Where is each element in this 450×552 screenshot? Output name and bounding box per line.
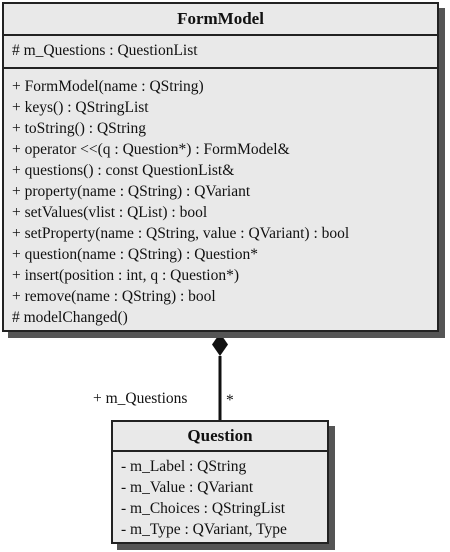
association-multiplicity: * (226, 392, 234, 409)
operation-row: + toString() : QString (12, 120, 147, 137)
question-attributes: - m_Label : QString - m_Value : QVariant… (113, 452, 327, 543)
association-role-label: + m_Questions (93, 390, 188, 407)
attribute-row: - m_Type : QVariant, Type (121, 521, 287, 538)
operation-row: + insert(position : int, q : Question*) (12, 267, 240, 284)
operation-row: + setValues(vlist : QList) : bool (12, 204, 208, 221)
formmodel-attributes: # m_Questions : QuestionList (4, 36, 437, 69)
formmodel-class-name: FormModel (4, 4, 437, 36)
composition-diamond (212, 333, 228, 356)
operation-row: + questions() : const QuestionList& (12, 162, 235, 179)
operation-row: + question(name : QString) : Question* (12, 246, 258, 263)
operation-row: + setProperty(name : QString, value : QV… (12, 225, 350, 242)
formmodel-operations: + FormModel(name : QString) + keys() : Q… (4, 69, 437, 331)
question-class-name: Question (113, 422, 327, 452)
operation-row: + keys() : QStringList (12, 99, 149, 116)
operation-row: # modelChanged() (12, 309, 128, 326)
formmodel-class-box[interactable]: FormModel # m_Questions : QuestionList +… (2, 2, 439, 332)
attribute-row: - m_Label : QString (121, 458, 247, 475)
operation-row: + FormModel(name : QString) (12, 78, 204, 95)
attribute-row: - m_Choices : QStringList (121, 500, 286, 517)
operation-row: + property(name : QString) : QVariant (12, 183, 251, 200)
question-class-box[interactable]: Question - m_Label : QString - m_Value :… (111, 420, 329, 544)
attribute-row: - m_Value : QVariant (121, 479, 254, 496)
operation-row: + remove(name : QString) : bool (12, 288, 216, 305)
attribute-row: # m_Questions : QuestionList (12, 42, 198, 59)
operation-row: + operator <<(q : Question*) : FormModel… (12, 141, 290, 158)
